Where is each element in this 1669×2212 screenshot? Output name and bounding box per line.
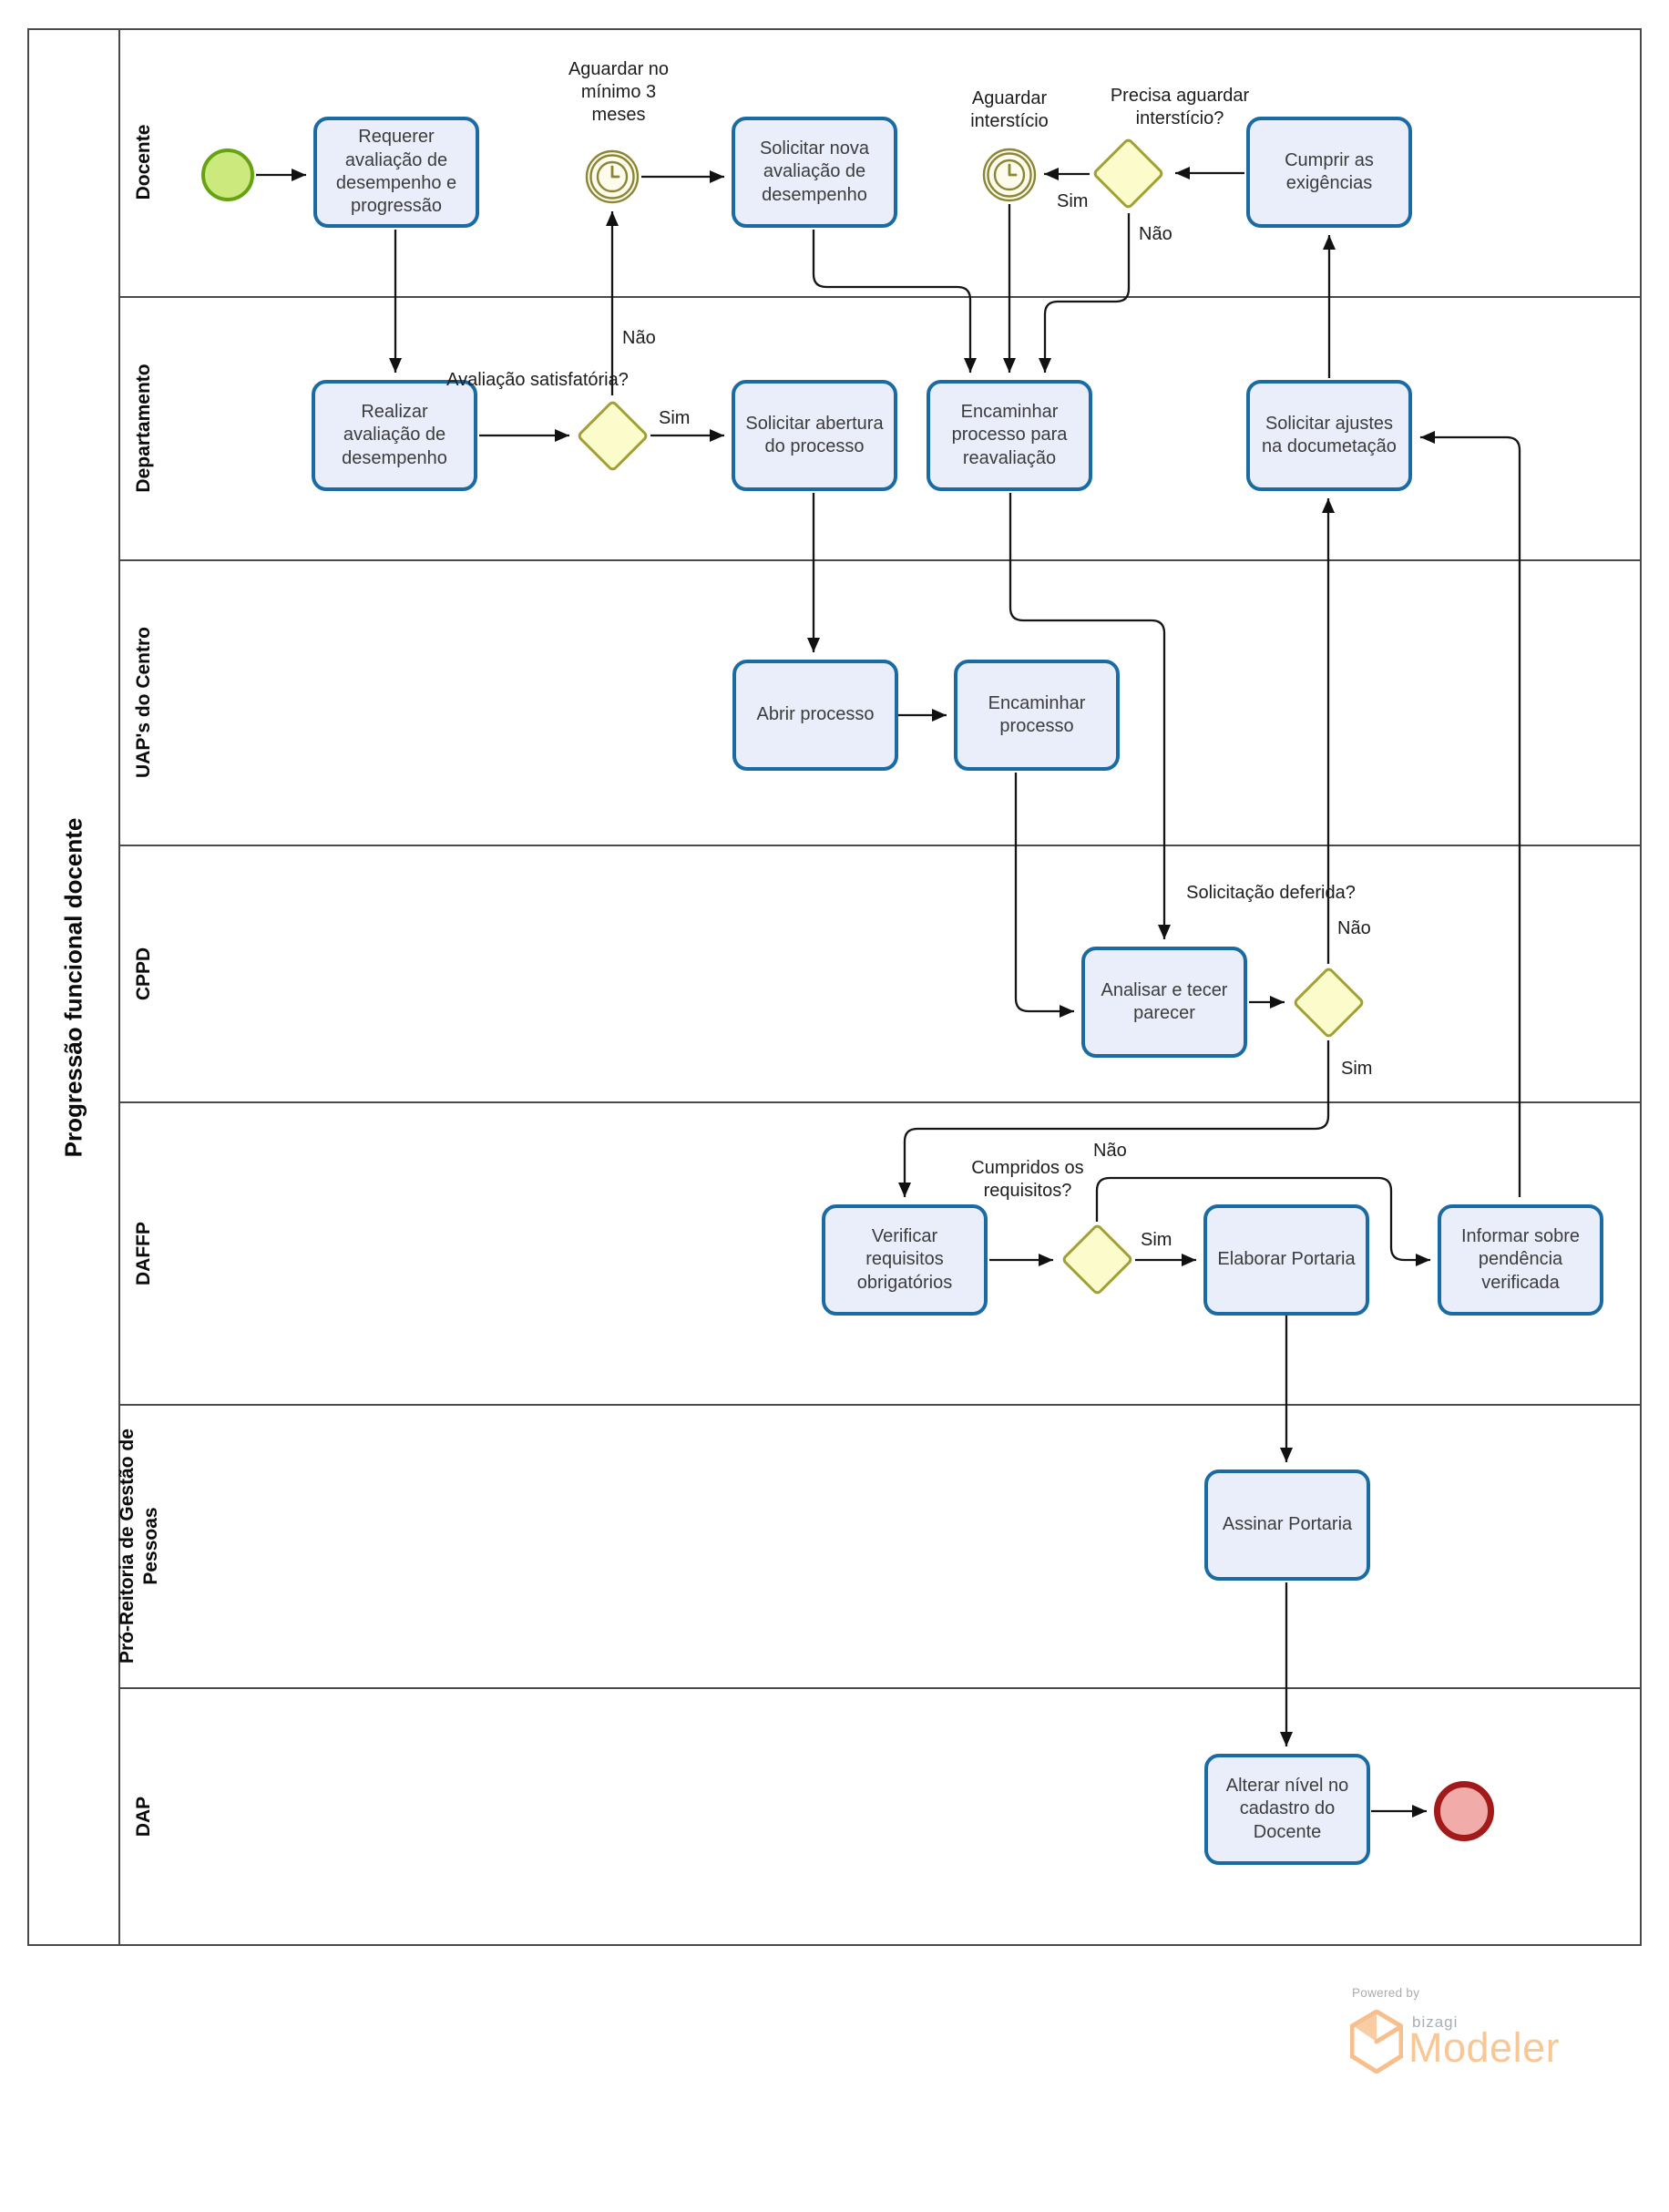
task-informar-pendencia[interactable]: Informar sobre pendência verificada bbox=[1438, 1204, 1603, 1316]
lane-label-departamento: Departamento bbox=[132, 364, 154, 493]
lane-label-pro-reitoria: Pró-Reitoria de Gestão de Pessoas bbox=[116, 1429, 161, 1664]
branch-label-nao: Não bbox=[1337, 918, 1371, 938]
bizagi-hexagon-icon bbox=[1350, 2010, 1403, 2074]
lane-divider bbox=[120, 1404, 1642, 1406]
branch-label-nao: Não bbox=[1139, 224, 1172, 244]
clock-icon bbox=[610, 165, 620, 179]
branch-label-sim: Sim bbox=[659, 408, 691, 428]
lane-label-cppd: CPPD bbox=[132, 947, 154, 1001]
task-solicitar-nova[interactable]: Solicitar nova avaliação de desempenho bbox=[732, 117, 897, 228]
task-elaborar-portaria[interactable]: Elaborar Portaria bbox=[1203, 1204, 1369, 1316]
lane-label-docente: Docente bbox=[132, 124, 154, 200]
timer-event-intersticio[interactable] bbox=[982, 148, 1037, 202]
branch-label-sim: Sim bbox=[1141, 1230, 1172, 1250]
lane-divider bbox=[120, 559, 1642, 561]
lane-label-uaps: UAP's do Centro bbox=[132, 626, 154, 779]
branch-label-sim: Sim bbox=[1057, 191, 1089, 211]
lane-divider bbox=[120, 845, 1642, 846]
start-event[interactable] bbox=[201, 148, 254, 201]
pool-title-divider bbox=[118, 28, 120, 1946]
pool-title: Progressão funcional docente bbox=[59, 817, 87, 1158]
lane-divider bbox=[120, 1687, 1642, 1689]
task-solicitar-ajustes[interactable]: Solicitar ajustes na documetação bbox=[1246, 380, 1412, 491]
gateway-deferida-label: Solicitação deferida? bbox=[1186, 883, 1356, 903]
task-requerer-avaliacao[interactable]: Requerer avaliação de desempenho e progr… bbox=[313, 117, 479, 228]
task-solicitar-abertura[interactable]: Solicitar abertura do processo bbox=[732, 380, 897, 491]
task-verificar-requisitos[interactable]: Verificar requisitos obrigatórios bbox=[822, 1204, 988, 1316]
task-abrir-processo[interactable]: Abrir processo bbox=[732, 660, 898, 771]
bizagi-modeler-logo: Powered by bizagi Modeler bbox=[1348, 1986, 1622, 2074]
gateway-precisa-aguardar-label: Precisa aguardar interstício? bbox=[1110, 86, 1250, 128]
branch-label-sim: Sim bbox=[1341, 1059, 1373, 1079]
timer1-label: Aguardar no mínimo 3 meses bbox=[568, 59, 670, 125]
task-alterar-nivel[interactable]: Alterar nível no cadastro do Docente bbox=[1204, 1754, 1370, 1865]
end-event[interactable] bbox=[1434, 1781, 1494, 1841]
lane-label-daffp: DAFFP bbox=[132, 1222, 154, 1285]
lane-label-dap: DAP bbox=[132, 1796, 154, 1838]
task-cumprir-exigencias[interactable]: Cumprir as exigências bbox=[1246, 117, 1412, 228]
lane-divider bbox=[120, 296, 1642, 298]
clock-icon bbox=[1008, 163, 1018, 177]
powered-by-text: Powered by bbox=[1352, 1986, 1420, 2000]
gateway-avaliacao-label: Avaliação satisfatória? bbox=[446, 370, 629, 390]
task-encaminhar-reavaliacao[interactable]: Encaminhar processo para reavaliação bbox=[927, 380, 1092, 491]
task-encaminhar-processo[interactable]: Encaminhar processo bbox=[954, 660, 1120, 771]
modeler-product-text: Modeler bbox=[1408, 2024, 1561, 2071]
timer2-label: Aguardar interstício bbox=[970, 88, 1049, 131]
branch-label-nao: Não bbox=[622, 328, 656, 348]
bizagi-brand-text: bizagi bbox=[1412, 2013, 1459, 2031]
branch-label-nao: Não bbox=[1093, 1141, 1127, 1161]
pool-border bbox=[27, 28, 1642, 1946]
task-assinar-portaria[interactable]: Assinar Portaria bbox=[1204, 1470, 1370, 1581]
task-realizar-avaliacao[interactable]: Realizar avaliação de desempenho bbox=[312, 380, 477, 491]
timer-event-3-meses[interactable] bbox=[585, 149, 640, 204]
lane-divider bbox=[120, 1101, 1642, 1103]
task-analisar-parecer[interactable]: Analisar e tecer parecer bbox=[1081, 947, 1247, 1058]
gateway-cumpridos-label: Cumpridos os requisitos? bbox=[971, 1158, 1084, 1201]
